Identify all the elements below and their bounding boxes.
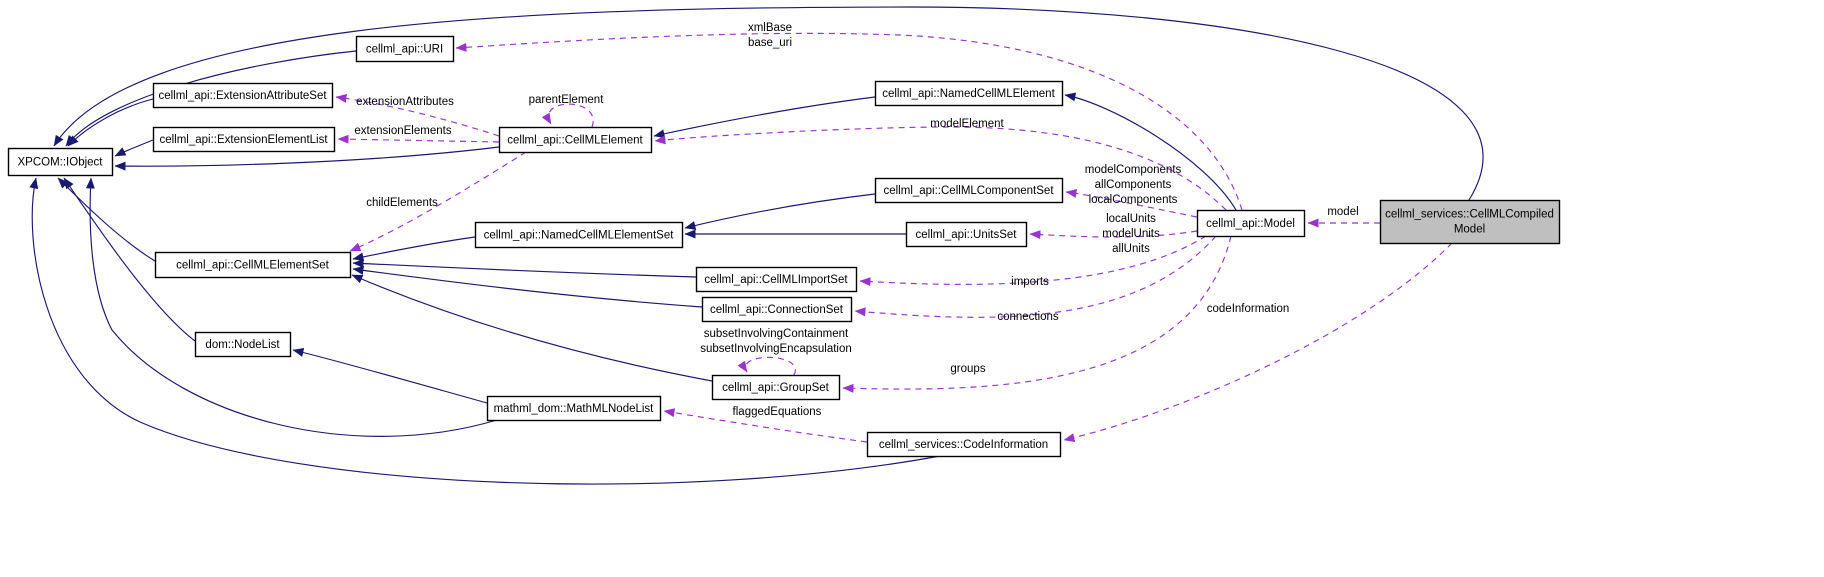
class-node-iobject[interactable]: XPCOM::IObject xyxy=(7,147,114,177)
edge-label-connections: connections xyxy=(997,311,1059,323)
class-node-box-elemset[interactable] xyxy=(154,251,352,279)
edge-element-uses-extlist xyxy=(337,134,500,144)
class-node-namedset[interactable]: cellml_api::NamedCellMLElementSet xyxy=(474,221,684,249)
edge-label-groups: groups xyxy=(950,363,985,375)
class-node-label-extlist: cellml_api::ExtensionElementList xyxy=(159,134,328,146)
class-node-groupset[interactable]: cellml_api::GroupSet xyxy=(711,374,841,401)
class-node-label-element: cellml_api::CellMLElement xyxy=(507,135,643,147)
nodes-layer: XPCOM::IObject cellml_api::URIcellml_api:… xyxy=(7,35,1561,458)
edge-mathml-inherits-iobject xyxy=(85,177,498,437)
edge-element-uses-elemset xyxy=(349,151,527,252)
edge-label-codeinformation: codeInformation xyxy=(1207,303,1289,315)
class-node-label-connset: cellml_api::ConnectionSet xyxy=(710,304,844,316)
class-node-box-namedel[interactable] xyxy=(874,80,1064,107)
class-node-codeinfo[interactable]: cellml_services::CodeInformation xyxy=(866,431,1062,458)
class-node-label-importset: cellml_api::CellMLImportSet xyxy=(704,274,848,286)
class-node-label-nodelist: dom::NodeList xyxy=(205,339,280,351)
edge-label-flaggedequations: flaggedEquations xyxy=(733,406,822,418)
edge-codeinfo-uses-mathml xyxy=(663,408,868,443)
edge-groupset-uses-groupset-loop xyxy=(737,356,796,376)
class-node-unitsset[interactable]: cellml_api::UnitsSet xyxy=(905,221,1028,248)
edge-model-uses-groupset xyxy=(842,235,1232,393)
class-node-mathml[interactable]: mathml_dom::MathMLNodeList xyxy=(486,395,662,422)
class-node-box-extattr[interactable] xyxy=(152,82,334,109)
edge-groupset-inherits-elemset xyxy=(351,274,713,382)
class-node-label-unitsset: cellml_api::UnitsSet xyxy=(916,229,1018,241)
class-node-namedel[interactable]: cellml_api::NamedCellMLElement xyxy=(874,80,1064,107)
class-node-extattr[interactable]: cellml_api::ExtensionAttributeSet xyxy=(152,82,334,109)
class-node-extlist[interactable]: cellml_api::ExtensionElementList xyxy=(152,126,336,153)
edge-label-modelelement: modelElement xyxy=(930,118,1004,130)
edge-label-extensionelements: extensionElements xyxy=(354,125,451,137)
class-node-box-mathml[interactable] xyxy=(486,395,662,422)
edge-compiled-inherits-iobject xyxy=(53,6,1484,201)
class-node-label-namedel: cellml_api::NamedCellMLElement xyxy=(882,88,1055,100)
class-node-box-compiled[interactable] xyxy=(1379,199,1561,245)
edge-label-extensionattributes: extensionAttributes xyxy=(356,96,454,108)
edge-compiled-uses-codeinfo xyxy=(1063,242,1453,443)
edge-model-uses-connset xyxy=(854,235,1217,318)
edge-label-model-label: model xyxy=(1327,206,1358,218)
edge-mathml-inherits-nodelist xyxy=(292,348,488,404)
edges-layer xyxy=(29,6,1484,485)
edge-elemset-inherits-iobject xyxy=(57,177,156,262)
edge-namedel-inherits-element xyxy=(653,96,876,139)
edge-importset-inherits-elemset xyxy=(352,259,697,278)
class-node-label-iobject: XPCOM::IObject xyxy=(18,157,104,169)
class-node-box-model[interactable] xyxy=(1196,209,1306,238)
class-node-importset[interactable]: cellml_api::CellMLImportSet xyxy=(695,266,858,293)
class-node-label-codeinfo: cellml_services::CodeInformation xyxy=(879,439,1048,451)
edge-namedset-inherits-elemset xyxy=(352,236,476,262)
edge-element-inherits-iobject xyxy=(114,146,500,171)
edge-extattr-inherits-iobject xyxy=(67,98,154,147)
class-node-label-uri: cellml_api::URI xyxy=(366,44,443,56)
class-node-uri[interactable]: cellml_api::URI xyxy=(355,35,455,63)
class-node-element[interactable]: cellml_api::CellMLElement xyxy=(498,126,653,154)
edge-model-uses-importset xyxy=(859,235,1207,287)
class-node-label-elemset: cellml_api::CellMLElementSet xyxy=(176,260,330,272)
class-node-box-namedset[interactable] xyxy=(474,221,684,249)
class-node-label-groupset: cellml_api::GroupSet xyxy=(722,382,830,394)
class-node-label-mathml: mathml_dom::MathMLNodeList xyxy=(494,403,655,415)
class-node-box-connset[interactable] xyxy=(701,296,853,323)
edge-model-uses-uri xyxy=(455,32,1243,211)
edge-element-uses-element-loop xyxy=(541,103,594,128)
edge-label-parentelement: parentElement xyxy=(529,94,605,106)
edge-model-inherits-namedel xyxy=(1064,92,1237,211)
edge-connset-inherits-elemset xyxy=(352,265,703,308)
class-node-box-groupset[interactable] xyxy=(711,374,841,401)
class-node-box-element[interactable] xyxy=(498,126,653,154)
class-node-compset[interactable]: cellml_api::CellMLComponentSet xyxy=(874,177,1064,204)
class-node-label-namedset: cellml_api::NamedCellMLElementSet xyxy=(484,230,675,242)
class-node-label-model: cellml_api::Model xyxy=(1206,218,1295,230)
edge-label-childelements: childElements xyxy=(366,197,438,209)
edge-model-uses-unitsset xyxy=(1029,230,1198,240)
class-node-box-compset[interactable] xyxy=(874,177,1064,204)
class-node-connset[interactable]: cellml_api::ConnectionSet xyxy=(701,296,853,323)
edge-extlist-inherits-iobject xyxy=(114,139,154,157)
class-node-box-nodelist[interactable] xyxy=(194,331,292,358)
class-node-label-compset: cellml_api::CellMLComponentSet xyxy=(883,185,1054,197)
class-node-box-unitsset[interactable] xyxy=(905,221,1028,248)
class-node-box-importset[interactable] xyxy=(695,266,858,293)
class-node-box-codeinfo[interactable] xyxy=(866,431,1062,458)
class-node-box-iobject[interactable] xyxy=(7,147,114,177)
class-node-box-uri[interactable] xyxy=(355,35,455,63)
class-node-box-extlist[interactable] xyxy=(152,126,336,153)
edge-label-imports: imports xyxy=(1011,276,1049,288)
class-node-model[interactable]: cellml_api::Model xyxy=(1196,209,1306,238)
class-node-label-extattr: cellml_api::ExtensionAttributeSet xyxy=(158,90,327,102)
class-node-nodelist[interactable]: dom::NodeList xyxy=(194,331,292,358)
edge-codeinfo-inherits-iobject xyxy=(29,177,941,485)
edge-compset-inherits-namedset xyxy=(684,193,876,230)
class-node-elemset[interactable]: cellml_api::CellMLElementSet xyxy=(154,251,352,279)
